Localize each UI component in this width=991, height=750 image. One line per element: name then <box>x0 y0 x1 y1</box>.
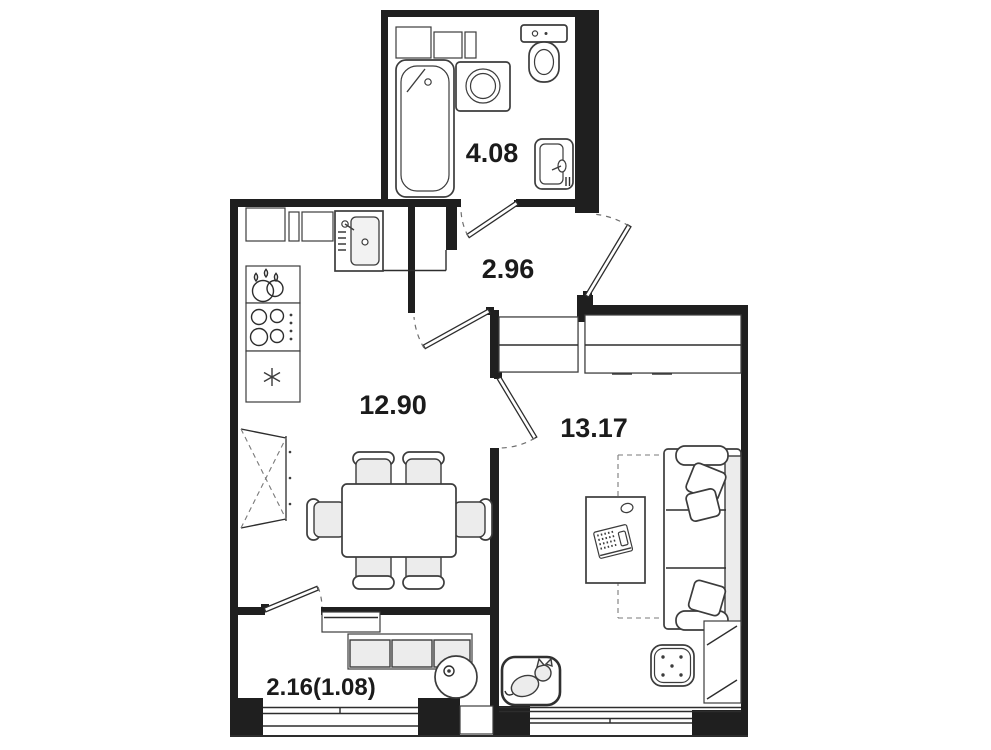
room-label-bathroom: 4.08 <box>466 138 519 168</box>
bedroom-window-icon <box>459 705 741 735</box>
pet-bed-icon <box>500 655 562 707</box>
entrance-door-icon <box>584 213 632 298</box>
shoe-cabinet-icon <box>321 611 381 633</box>
cat-icon <box>504 657 553 698</box>
dining-chairs-icon <box>306 451 493 590</box>
room-bathroom <box>395 24 574 198</box>
desk-icon <box>585 496 646 584</box>
kitchen-sink-icon <box>334 210 384 272</box>
bedroom-door-icon <box>496 376 538 449</box>
sofa-icon <box>663 445 742 631</box>
drops-sink-icon <box>245 265 301 304</box>
corner-cabinet-icon <box>703 620 742 704</box>
mouse-icon <box>620 502 634 514</box>
bench-icon <box>347 633 473 670</box>
room-label-kitchen-living: 12.90 <box>359 390 427 420</box>
cooktop-icon <box>245 302 301 352</box>
wardrobe-hatch-bedroom <box>584 314 742 375</box>
round-table-icon <box>434 655 478 699</box>
wash-basin-icon <box>534 138 574 190</box>
washing-machine-icon <box>455 61 511 112</box>
balcony-glazing-icon <box>263 706 418 727</box>
room-bedroom <box>500 445 742 707</box>
room-label-hallway: 2.96 <box>482 254 535 284</box>
kitchen-cabinets-icon <box>245 207 447 272</box>
room-label-balcony: 2.16(1.08) <box>266 674 375 701</box>
tv-icon <box>240 428 292 529</box>
laptop-icon <box>593 524 634 559</box>
dining-table-icon <box>341 483 457 558</box>
bathtub-icon <box>395 59 455 198</box>
room-balcony <box>321 611 478 699</box>
wardrobe-hatch-hallway <box>498 316 579 373</box>
kitchen-door-icon <box>413 308 491 350</box>
room-kitchen-living <box>240 207 493 590</box>
toilet-icon <box>520 24 568 83</box>
balcony-door-icon <box>263 585 323 613</box>
doors <box>263 200 632 613</box>
bathroom-door-icon <box>460 200 520 239</box>
fridge-snowflake-icon <box>245 350 301 403</box>
room-label-bedroom: 13.17 <box>560 413 628 443</box>
ottoman-icon <box>650 644 695 687</box>
wall-cabinets-icon <box>395 26 477 59</box>
pillow-icon <box>685 462 727 617</box>
